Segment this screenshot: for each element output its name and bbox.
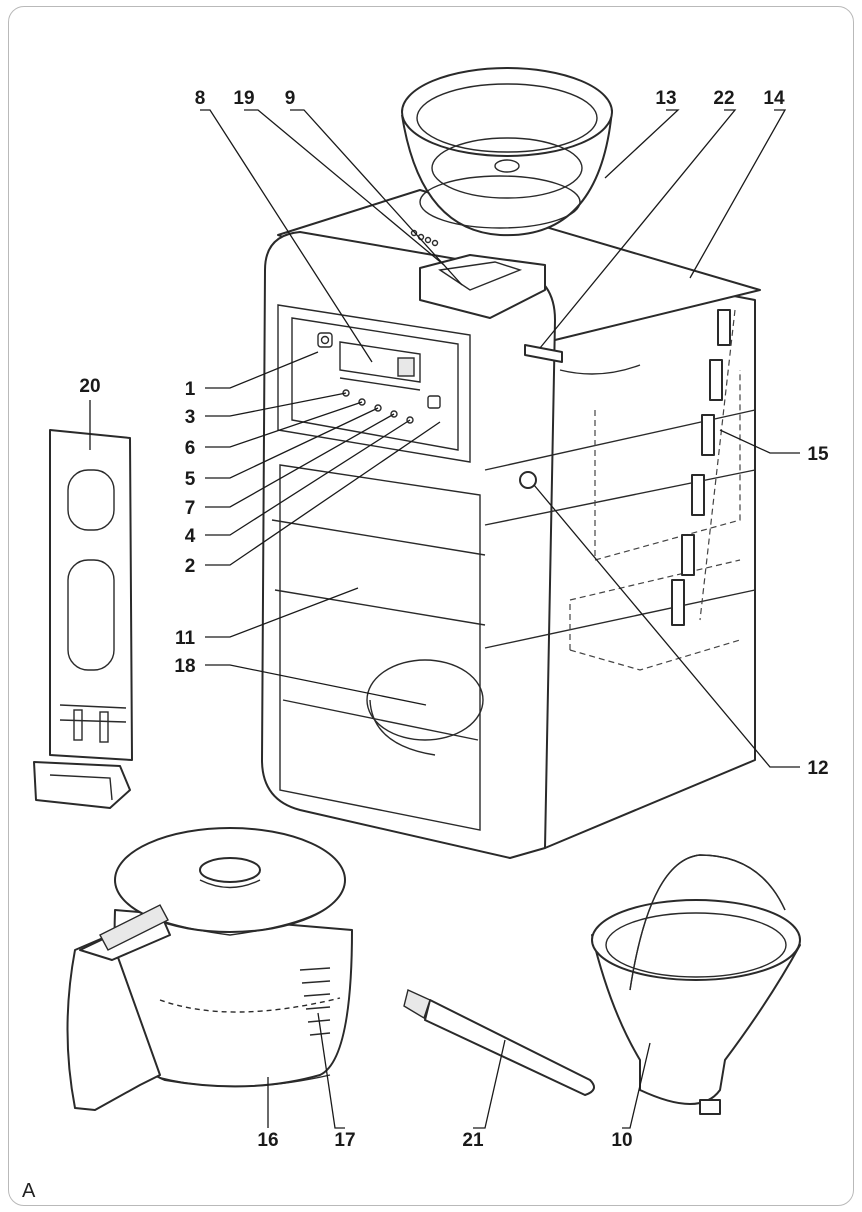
cleaning-brush [403,989,595,1096]
callout-labels: 8 19 9 13 22 14 20 1 3 6 5 7 4 2 15 11 1… [79,88,829,1151]
callout-9: 9 [285,88,296,109]
callout-4: 4 [185,526,196,547]
callout-20: 20 [79,376,100,397]
callout-15: 15 [807,444,829,465]
callout-3: 3 [185,407,196,428]
water-tank-panel [33,429,133,809]
callout-22: 22 [713,88,734,109]
carafe [66,827,353,1111]
callout-10: 10 [611,1130,632,1151]
grind-selector [410,229,546,319]
callout-8: 8 [195,88,206,109]
callout-14: 14 [763,88,785,109]
callout-5: 5 [185,469,196,490]
callout-13: 13 [655,88,676,109]
callout-1: 1 [185,379,196,400]
callout-21: 21 [462,1130,484,1151]
callout-12: 12 [807,758,828,779]
bean-hopper [401,67,613,237]
filter-holder [591,854,801,1115]
callout-11: 11 [175,628,196,649]
callout-16: 16 [257,1130,278,1151]
callout-17: 17 [334,1130,355,1151]
machine-body [261,189,761,859]
callout-18: 18 [174,656,195,677]
leader-lines [89,109,800,1129]
callout-7: 7 [185,498,196,519]
callout-2: 2 [185,556,196,577]
figure-letter: A [22,1180,36,1202]
callout-6: 6 [185,438,196,459]
callout-19: 19 [233,88,254,109]
